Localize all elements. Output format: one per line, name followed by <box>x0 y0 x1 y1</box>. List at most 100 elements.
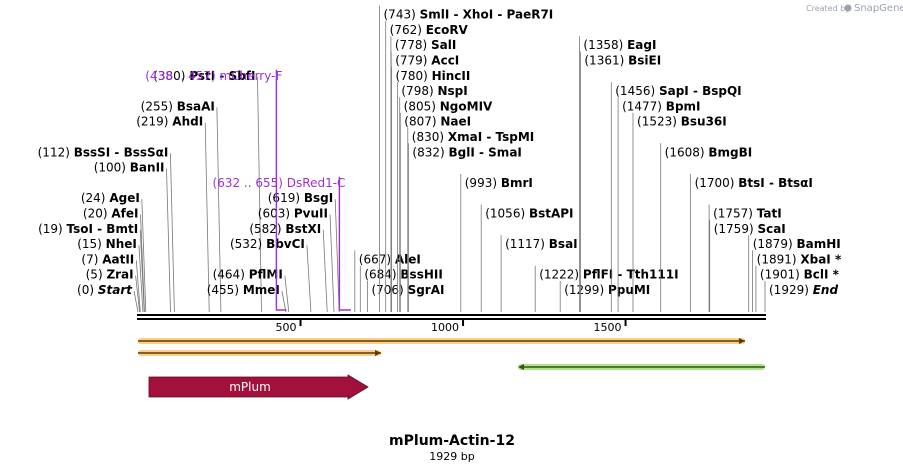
primer-marker <box>338 176 351 311</box>
site-label[interactable]: (667) AleI <box>359 252 421 266</box>
site-agei[interactable]: (24) AgeI <box>81 191 147 313</box>
site-label[interactable]: (1299) PpuMI <box>564 283 650 297</box>
site-mmei[interactable]: (455) MmeI <box>207 283 287 313</box>
feature-mplum-arrow[interactable] <box>148 374 369 400</box>
site-label[interactable]: (798) NspI <box>401 84 467 98</box>
site-label[interactable]: (1757) TatI <box>713 207 782 221</box>
site-ahdi[interactable]: (219) AhdI <box>136 115 210 313</box>
site-name: BstXI <box>285 222 321 236</box>
site-bcli[interactable]: (1901) BclI * <box>755 265 840 312</box>
site-ppumi[interactable]: (1299) PpuMI <box>559 281 650 312</box>
site-label[interactable]: (1929) End <box>769 283 838 297</box>
site-label[interactable]: (255) BsaAI <box>141 99 215 113</box>
primer-632-655-dsred1-c[interactable]: (632 .. 655) DsRed1-C <box>213 176 351 311</box>
site-label[interactable]: (464) PflMI <box>213 268 283 282</box>
orf-reverse[interactable] <box>518 364 765 370</box>
site-label[interactable]: (19) TsoI - BmtI <box>38 222 138 236</box>
site-bsu36i[interactable]: (1523) Bsu36I <box>632 112 727 312</box>
site-naei[interactable]: (807) NaeI <box>399 112 471 312</box>
site-label[interactable]: (455) MmeI <box>207 283 280 297</box>
site-hincii[interactable]: (780) HincII <box>391 66 471 312</box>
primer-438-457-mcherry-f[interactable]: (438 .. 457) mCherry-F <box>145 69 287 311</box>
site-psti-sbfi[interactable]: (380) PstI - SbfI <box>153 69 262 313</box>
site-bsiei[interactable]: (1361) BsiEI <box>580 51 661 313</box>
site-eagi[interactable]: (1358) EagI <box>579 36 656 312</box>
site-label[interactable]: (380) PstI - SbfI <box>153 69 255 83</box>
site-label[interactable]: (780) HincII <box>396 69 471 83</box>
site-bsai[interactable]: (1117) BsaI <box>500 235 578 312</box>
site-label[interactable]: (1759) ScaI <box>714 222 786 236</box>
site-bamhi[interactable]: (1879) BamHI <box>748 235 841 312</box>
site-label[interactable]: (762) EcoRV <box>390 23 469 37</box>
site-ecorv[interactable]: (762) EcoRV <box>385 20 469 312</box>
orf-forward-full[interactable] <box>138 338 745 344</box>
orf-forward-short[interactable] <box>138 350 381 356</box>
site-bsssi-bsss-i[interactable]: (112) BssSI - BssSαI <box>38 145 175 313</box>
site-label[interactable]: (112) BssSI - BssSαI <box>38 145 169 159</box>
site-banii[interactable]: (100) BanII <box>94 161 171 313</box>
site-label[interactable]: (706) SgrAI <box>371 283 444 297</box>
site-zrai[interactable]: (5) ZraI <box>86 268 140 313</box>
site-label[interactable]: (15) NheI <box>77 237 137 251</box>
site-label[interactable]: (7) AatII <box>81 252 134 266</box>
site-label[interactable]: (830) XmaI - TspMI <box>412 130 534 144</box>
site-label[interactable]: (1700) BtsI - BtsαI <box>695 176 813 190</box>
site-aatii[interactable]: (7) AatII <box>81 252 141 313</box>
site-btsi-bts-i[interactable]: (1700) BtsI - BtsαI <box>690 173 813 312</box>
site-label[interactable]: (532) BbvCI <box>230 237 305 251</box>
site-label[interactable]: (5) ZraI <box>86 268 134 282</box>
site-label[interactable]: (993) BmrI <box>465 176 533 190</box>
site-label[interactable]: (1056) BstAPI <box>485 207 573 221</box>
site-label[interactable]: (1891) XbaI * <box>757 252 842 266</box>
site-bsaai[interactable]: (255) BsaAI <box>141 99 222 313</box>
site-xbai[interactable]: (1891) XbaI * <box>752 250 842 312</box>
site-label[interactable]: (219) AhdI <box>136 115 203 129</box>
site-nspi[interactable]: (798) NspI <box>397 82 468 312</box>
site-label[interactable]: (1456) SapI - BspQI <box>615 84 741 98</box>
site-label[interactable]: (778) SalI <box>395 38 456 52</box>
site-label[interactable]: (832) BglI - SmaI <box>412 145 521 159</box>
site-tati[interactable]: (1757) TatI <box>708 204 782 313</box>
site-scai[interactable]: (1759) ScaI <box>709 219 786 312</box>
feature-mplum[interactable]: mPlum <box>148 374 369 400</box>
site-label[interactable]: (0) Start <box>77 283 133 297</box>
site-bmgbi[interactable]: (1608) BmgBI <box>660 143 753 312</box>
site-label[interactable]: (1222) PflFI - Tth111I <box>539 268 678 282</box>
site-end[interactable]: (1929) End <box>764 281 838 312</box>
site-nhei[interactable]: (15) NheI <box>77 237 144 313</box>
site-label[interactable]: (24) AgeI <box>81 191 140 205</box>
site-label[interactable]: (619) BsgI <box>268 191 333 205</box>
site-label[interactable]: (582) BstXI <box>249 222 321 236</box>
site-afei[interactable]: (20) AfeI <box>83 207 145 313</box>
site-bgli-smai[interactable]: (832) BglI - SmaI <box>408 143 522 312</box>
site-tsoi-bmti[interactable]: (19) TsoI - BmtI <box>38 222 145 313</box>
site-label[interactable]: (1117) BsaI <box>505 237 578 251</box>
site-label[interactable]: (779) AccI <box>395 54 459 68</box>
site-label[interactable]: (1901) BclI * <box>760 268 840 282</box>
site-bmri[interactable]: (993) BmrI <box>460 173 533 312</box>
site-bpmi[interactable]: (1477) BpmI <box>617 97 701 312</box>
site-pflmi[interactable]: (464) PflMI <box>213 268 290 313</box>
site-label[interactable]: (1361) BsiEI <box>584 54 661 68</box>
site-label[interactable]: (684) BssHII <box>364 268 443 282</box>
site-label[interactable]: (1608) BmgBI <box>665 145 753 159</box>
site-sgrai[interactable]: (706) SgrAI <box>367 281 445 312</box>
site-label[interactable]: (1358) EagI <box>583 38 656 52</box>
site-label[interactable]: (1523) Bsu36I <box>637 115 727 129</box>
site-start[interactable]: (0) Start <box>77 283 139 313</box>
site-sapi-bspqi[interactable]: (1456) SapI - BspQI <box>610 82 742 312</box>
site-bstapi[interactable]: (1056) BstAPI <box>480 204 574 313</box>
site-label[interactable]: (603) PvuII <box>258 207 328 221</box>
site-leader <box>204 122 210 313</box>
site-ngomiv[interactable]: (805) NgoMIV <box>399 97 493 312</box>
site-label[interactable]: (805) NgoMIV <box>404 99 493 113</box>
site-pflfi-tth111i[interactable]: (1222) PflFI - Tth111I <box>534 265 679 312</box>
site-label[interactable]: (20) AfeI <box>83 207 139 221</box>
site-smli-xhoi-paer7i[interactable]: (743) SmlI - XhoI - PaeR7I <box>379 5 554 312</box>
site-xmai-tspmi[interactable]: (830) XmaI - TspMI <box>407 128 534 312</box>
site-label[interactable]: (743) SmlI - XhoI - PaeR7I <box>384 8 554 22</box>
site-label[interactable]: (1879) BamHI <box>753 237 841 251</box>
site-label[interactable]: (100) BanII <box>94 161 165 175</box>
site-label[interactable]: (807) NaeI <box>404 115 471 129</box>
site-label[interactable]: (1477) BpmI <box>622 99 700 113</box>
